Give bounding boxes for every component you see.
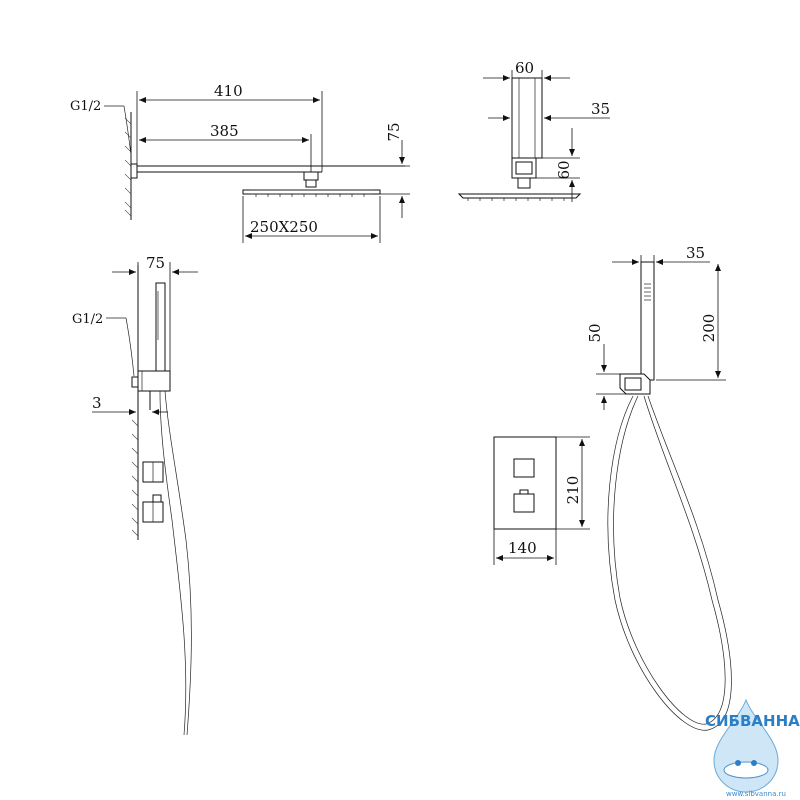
hand-width-dimension: 35	[686, 244, 705, 262]
panel-height-dimension: 210	[564, 476, 582, 505]
head-size-dimension: 250X250	[250, 218, 318, 236]
logo-brand-text: СИБВАННА	[705, 712, 800, 730]
arm-reach-dimension: 385	[210, 122, 239, 140]
hand-depth-dimension: 75	[146, 254, 165, 272]
hand-shower-front-view: 35 200 50	[586, 244, 732, 731]
holder-height-dimension: 60	[555, 160, 573, 179]
hand-shower-side-view: 75 G1/2 3	[72, 254, 198, 736]
panel-width-dimension: 140	[508, 539, 537, 557]
head-height-dimension: 75	[385, 122, 403, 141]
holder-width-dimension: 60	[515, 59, 534, 77]
hand-length-dimension: 200	[700, 314, 718, 343]
thread-label-side: G1/2	[72, 312, 103, 327]
thread-label-top: G1/2	[70, 99, 101, 114]
logo-url-text: www.sibvanna.ru	[726, 790, 786, 798]
mixer-panel-front-view: 210 140	[493, 436, 590, 565]
arm-total-dimension: 410	[214, 82, 243, 100]
overhead-shower-front-view: 60 35 60	[457, 59, 610, 202]
overhead-shower-side-view: G1/2 410 385 75 250X250	[70, 82, 410, 243]
sibvanna-logo: СИБВАННА www.sibvanna.ru	[705, 698, 800, 798]
plate-gap-dimension: 3	[92, 394, 102, 412]
holder-depth-dimension: 35	[591, 100, 610, 118]
bracket-height-dimension: 50	[586, 323, 604, 342]
